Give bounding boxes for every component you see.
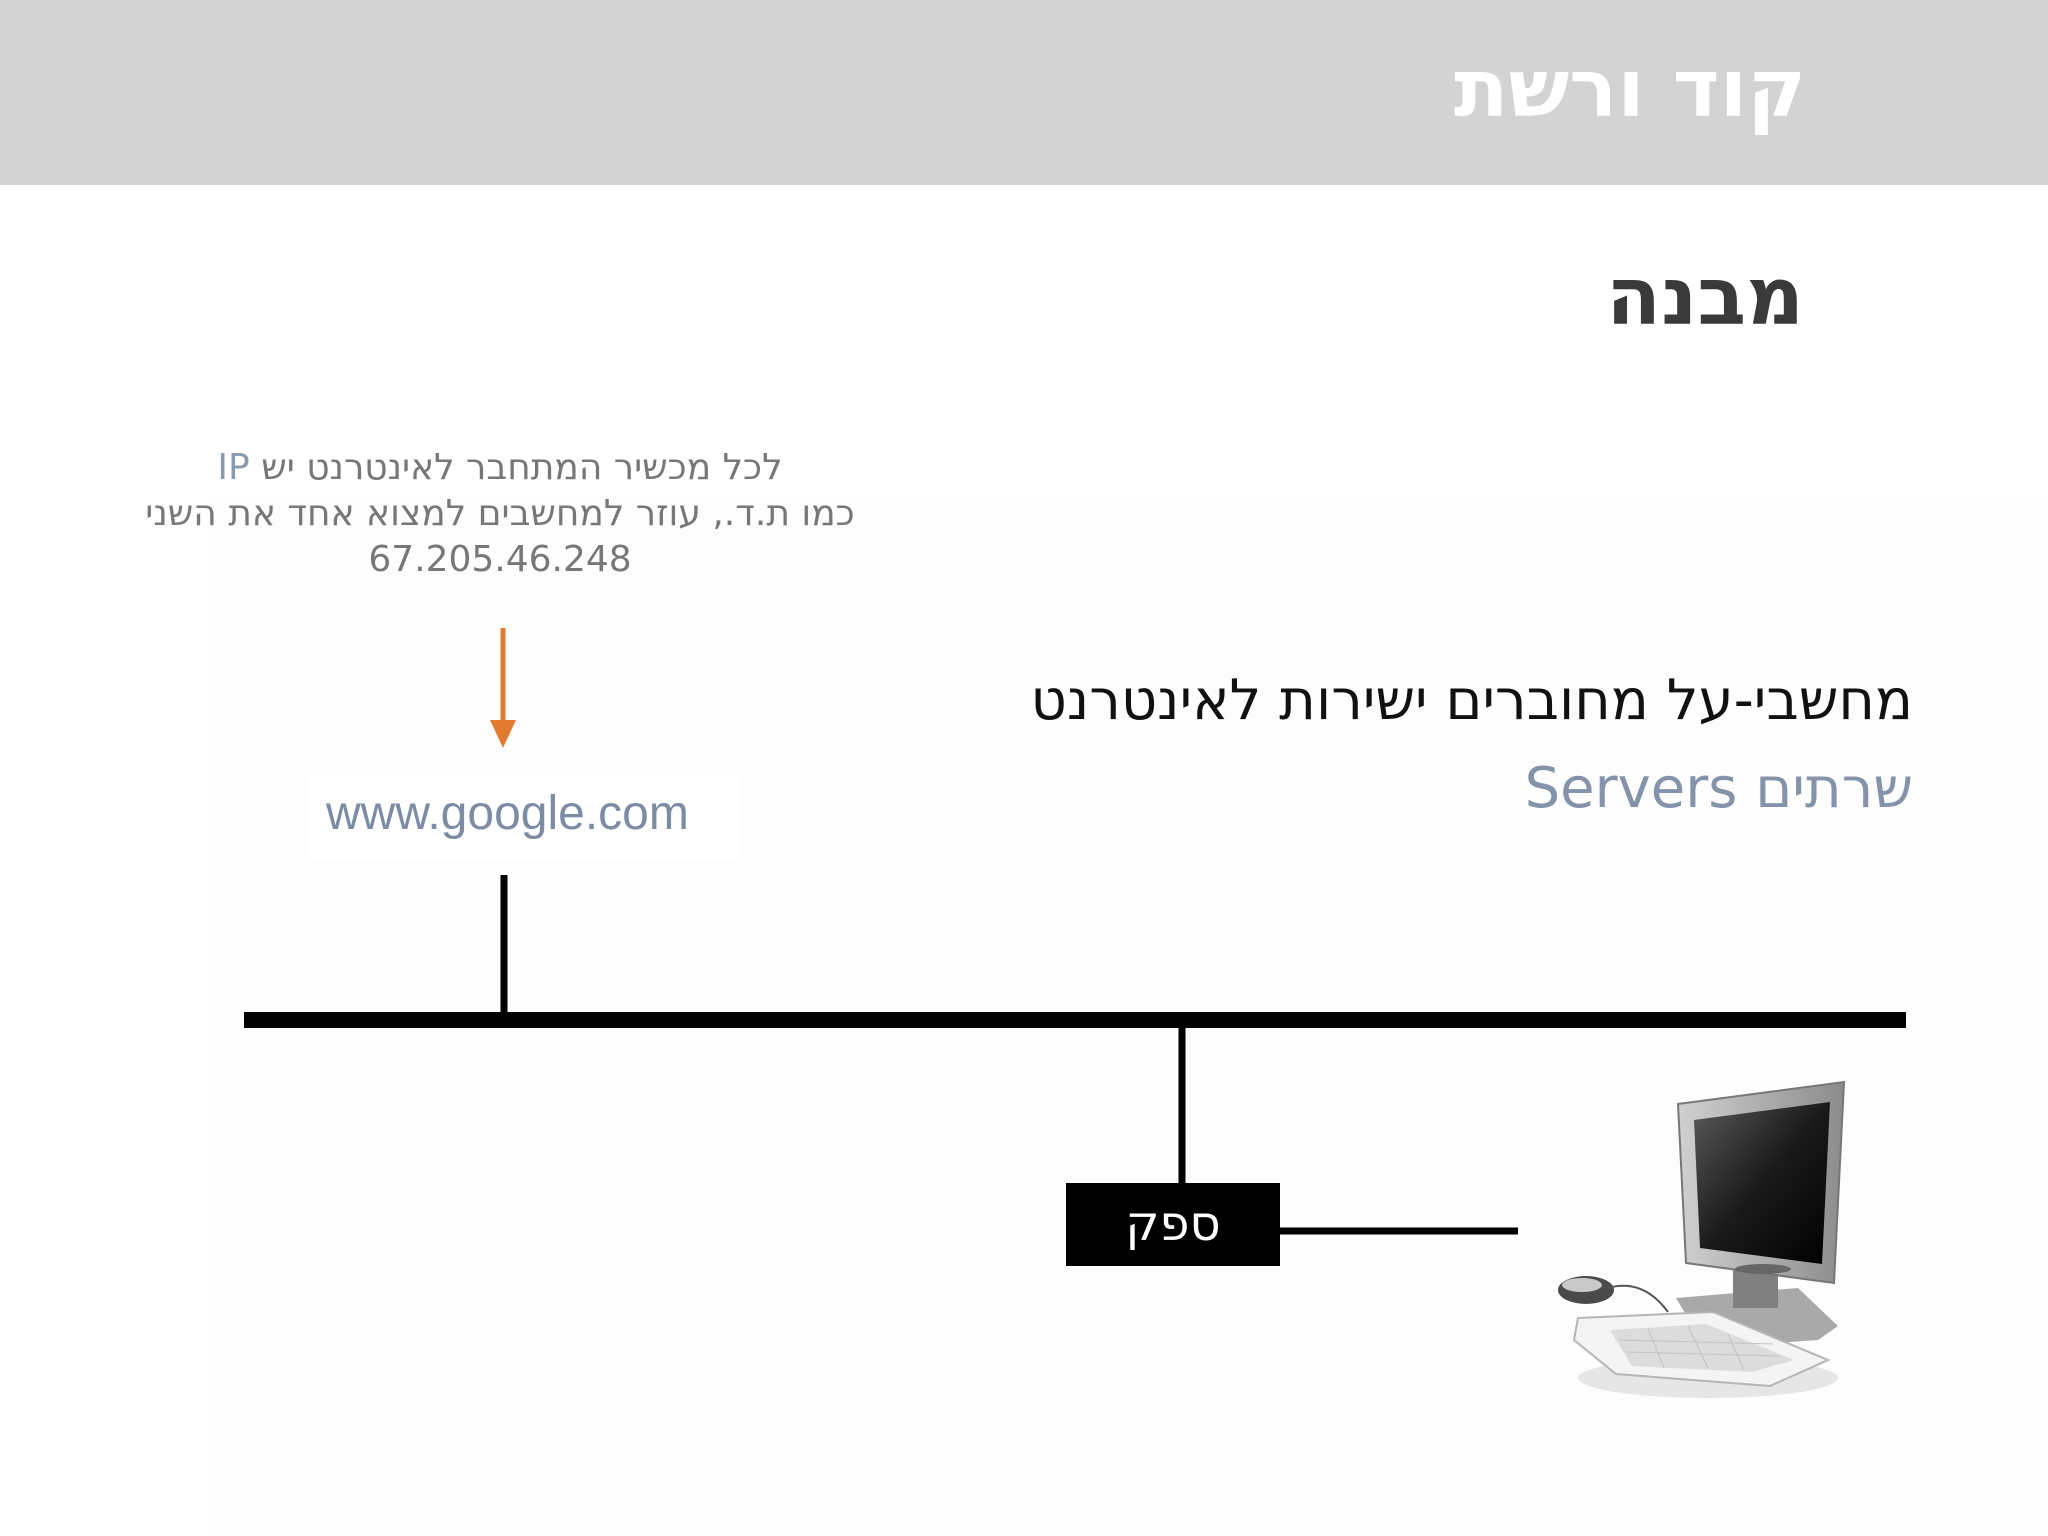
slide-subtitle: מבנה — [1606, 250, 1804, 343]
ip-note-line-2: כמו ת.ד., עוזר למחשבים למצוא אחד את השני — [145, 493, 855, 534]
ip-term: IP — [217, 447, 250, 488]
ip-note: לכל מכשיר המתחבר לאינטרנט יש IP כמו ת.ד.… — [90, 445, 910, 583]
header-bar — [0, 0, 2048, 185]
isp-box — [1066, 1183, 1280, 1266]
ip-note-text: לכל מכשיר המתחבר לאינטרנט יש — [261, 447, 783, 488]
arrow-down-icon — [490, 628, 516, 748]
desktop-computer-icon — [1558, 1080, 1846, 1398]
ip-note-line-1: לכל מכשיר המתחבר לאינטרנט יש IP — [90, 445, 910, 491]
servers-label: שרתים Servers — [1524, 756, 1913, 821]
url-box — [310, 770, 738, 860]
ip-address: 67.205.46.248 — [368, 539, 632, 580]
server-url: www.google.com — [326, 787, 689, 840]
servers-description: מחשבי-על מחוברים ישירות לאינטרנט — [1030, 668, 1914, 733]
isp-label: ספק — [1125, 1196, 1221, 1252]
page-title: קוד ורשת — [1453, 42, 1806, 135]
